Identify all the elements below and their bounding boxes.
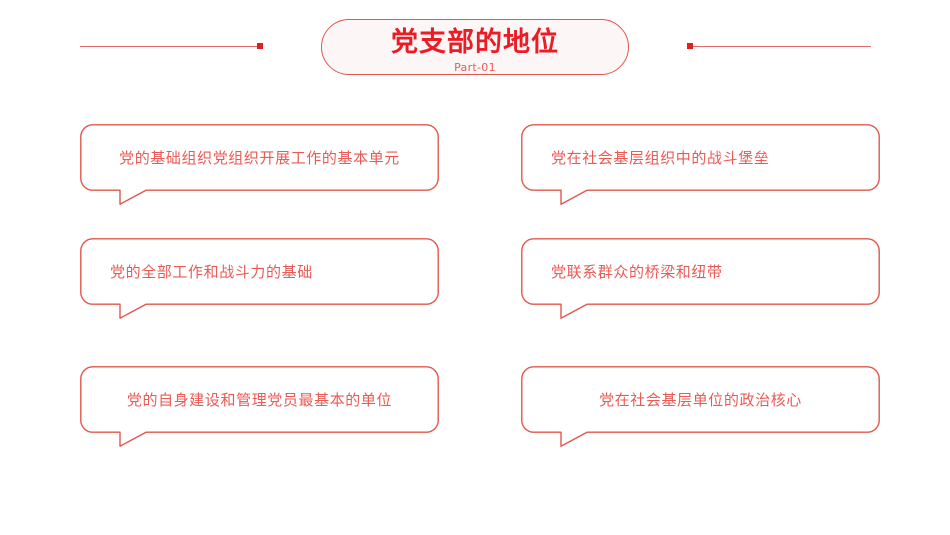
page-title: 党支部的地位 (391, 27, 559, 58)
speech-bubble-label: 党的自身建设和管理党员最基本的单位 (126, 390, 393, 409)
speech-bubble-label: 党的基础组织党组织开展工作的基本单元 (119, 148, 400, 167)
speech-bubble-label: 党在社会基层单位的政治核心 (599, 390, 802, 409)
speech-bubble: 党在社会基层组织中的战斗堡垒 (521, 124, 880, 205)
decor-dot-right (687, 43, 693, 49)
speech-bubble-outline (521, 366, 880, 447)
speech-bubble-outline (80, 124, 439, 205)
speech-bubble-outline (521, 124, 880, 205)
decor-line-right (693, 46, 871, 47)
decor-line-left (80, 46, 258, 47)
speech-bubble-outline (80, 366, 439, 447)
slide-header: 党支部的地位 Part-01 (0, 0, 950, 100)
speech-bubble-label: 党的全部工作和战斗力的基础 (110, 262, 313, 281)
speech-bubble-outline (521, 238, 880, 319)
speech-bubble: 党联系群众的桥梁和纽带 (521, 238, 880, 319)
speech-bubble: 党的自身建设和管理党员最基本的单位 (80, 366, 439, 447)
speech-bubble-outline (80, 238, 439, 319)
decor-dot-left (257, 43, 263, 49)
title-pill: 党支部的地位 Part-01 (321, 19, 629, 75)
speech-bubble: 党的全部工作和战斗力的基础 (80, 238, 439, 319)
speech-bubble-label: 党联系群众的桥梁和纽带 (551, 262, 723, 281)
speech-bubble: 党在社会基层单位的政治核心 (521, 366, 880, 447)
speech-bubble: 党的基础组织党组织开展工作的基本单元 (80, 124, 439, 205)
title-pill-inner: 党支部的地位 Part-01 (322, 20, 628, 74)
speech-bubble-label: 党在社会基层组织中的战斗堡垒 (551, 148, 770, 167)
page-subtitle: Part-01 (454, 61, 496, 74)
